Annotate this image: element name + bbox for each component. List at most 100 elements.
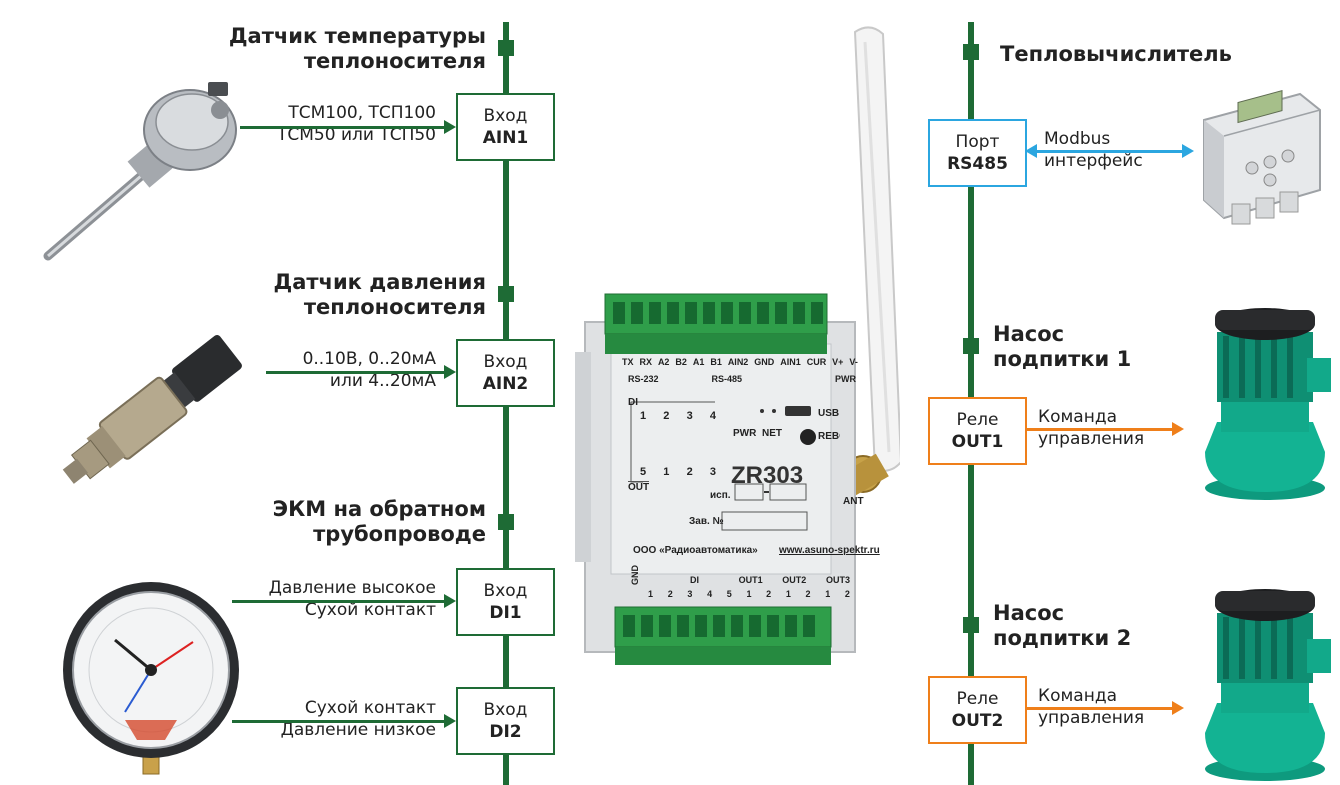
ekm-signal1-label: Давление высокое Сухой контакт (216, 577, 436, 621)
pressure-signal-line1: 0..10В, 0..20мА (302, 349, 436, 369)
temp-signal-arrowhead (444, 120, 456, 134)
bottom-num-out3-1: 1 (825, 589, 831, 599)
modbus-link-line2: интерфейс (1044, 151, 1143, 171)
heat-calculator-title: Тепловычислитель (1000, 42, 1232, 66)
di-label: DI (628, 397, 638, 408)
relay-box-out2: Реле OUT2 (928, 676, 1027, 744)
ekm-signal2-arrowhead (444, 714, 456, 728)
input-box-ain1-label: Вход (483, 106, 528, 126)
relay-box-out2-id: OUT2 (951, 711, 1004, 731)
bottom-num-out3-2: 2 (844, 589, 850, 599)
modbus-link-line1: Modbus (1044, 129, 1111, 149)
group-label-pwr: PWR (835, 374, 856, 384)
input-box-di2-label: Вход (483, 700, 528, 720)
ekm-signal1-line1: Давление высокое (268, 578, 436, 598)
modbus-link-label: Modbus интерфейс (1044, 128, 1143, 172)
bottom-num-out2-1: 1 (785, 589, 791, 599)
ekm-signal1-arrow (232, 600, 446, 603)
pump1-command-line1: Команда (1038, 407, 1117, 427)
terminal-label-rx: RX (639, 357, 652, 367)
temperature-sensor-image (43, 82, 237, 261)
pump2-command-line1: Команда (1038, 686, 1117, 706)
bottom-num-out1-2: 2 (766, 589, 772, 599)
device-model: ZR303 (731, 462, 804, 489)
temp-signal-line2: ТСМ50 или ТСП50 (277, 125, 436, 145)
terminal-label-a1: A1 (692, 357, 705, 367)
zav-label: Зав. № (689, 516, 724, 527)
di-num-4: 4 (709, 410, 716, 422)
pump1-command-arrowhead (1172, 422, 1184, 436)
bottom-num-out1-1: 1 (746, 589, 752, 599)
device-top-group-labels: RS-232 RS-485 PWR (628, 374, 856, 384)
terminal-label-vplus: V+ (832, 357, 844, 367)
terminal-label-cur: CUR (806, 357, 827, 367)
di-num-2: 2 (663, 410, 670, 422)
bottom-num-di3: 3 (687, 589, 693, 599)
ant-label: ANT (843, 496, 864, 507)
terminal-label-a2: A2 (657, 357, 670, 367)
pump2-command-line2: управления (1038, 708, 1145, 728)
input-box-di2: Вход DI2 (456, 687, 555, 755)
pressure-sensor-image (62, 335, 242, 484)
pump1-title: Насос подпитки 1 (993, 322, 1131, 372)
input-box-di1: Вход DI1 (456, 568, 555, 636)
pump1-title-line2: подпитки 1 (993, 347, 1132, 371)
ekm-signal2-arrow (232, 720, 446, 723)
left-bus-node-temp (498, 40, 514, 56)
input-box-di1-id: DI1 (489, 603, 522, 623)
terminal-label-gnd: GND (754, 357, 775, 367)
port-box-rs485-label: Порт (955, 132, 1000, 152)
relay-box-out1-id: OUT1 (951, 432, 1004, 452)
device-top-terminal-labels: TX RX A2 B2 A1 B1 AIN2 GND AIN1 CUR V+ V… (622, 357, 858, 367)
di-numbers-top: 1 2 3 4 (640, 410, 716, 422)
ekm-signal2-line2: Давление низкое (280, 720, 436, 740)
pump2-title: Насос подпитки 2 (993, 601, 1131, 651)
input-box-ain1: Вход AIN1 (456, 93, 555, 161)
out-num-3: 3 (709, 466, 716, 478)
pump1-command-line2: управления (1038, 429, 1145, 449)
temp-sensor-title-line1: Датчик температуры (228, 24, 486, 48)
pressure-sensor-title-line2: теплоносителя (303, 295, 486, 319)
pump2-title-line1: Насос (993, 601, 1065, 625)
pressure-signal-arrowhead (444, 365, 456, 379)
temp-sensor-title: Датчик температуры теплоносителя (150, 24, 486, 74)
bottom-num-di1: 1 (648, 589, 654, 599)
usb-label: USB (818, 408, 840, 419)
terminal-label-ain1: AIN1 (780, 357, 801, 367)
ekm-signal2-label: Сухой контакт Давление низкое (216, 697, 436, 741)
out-num-1: 1 (663, 466, 670, 478)
relay-box-out1-label: Реле (956, 410, 999, 430)
pump2-title-line2: подпитки 2 (993, 626, 1132, 650)
pressure-signal-arrow (266, 371, 446, 374)
ekm-signal1-line2: Сухой контакт (304, 600, 436, 620)
pump2-image (1205, 589, 1331, 781)
relay-box-out2-label: Реле (956, 689, 999, 709)
relay-box-out1: Реле OUT1 (928, 397, 1027, 465)
right-bus-node-heatcalc (963, 44, 979, 60)
zr303-controller-image (575, 26, 900, 665)
temp-signal-label: ТСМ100, ТСП100 ТСМ50 или ТСП50 (236, 102, 436, 146)
bottom-group-labels: DI OUT1 OUT2 OUT3 (690, 575, 850, 585)
pressure-sensor-title: Датчик давления теплоносителя (150, 270, 487, 320)
pump1-title-line1: Насос (993, 322, 1065, 346)
out-label: OUT (628, 481, 650, 493)
bottom-num-di4: 4 (707, 589, 713, 599)
pressure-signal-label: 0..10В, 0..20мА или 4..20мА (236, 348, 436, 392)
terminal-label-tx: TX (622, 357, 634, 367)
di-num-1: 1 (640, 410, 647, 422)
terminal-label-b2: B2 (675, 357, 687, 367)
out-num-2: 2 (686, 466, 693, 478)
input-box-ain2-label: Вход (483, 352, 528, 372)
pump2-command-arrowhead (1172, 701, 1184, 715)
modbus-link-line (1036, 150, 1182, 153)
ekm-title-line1: ЭКМ на обратном (272, 497, 486, 521)
bottom-group-out1: OUT1 (738, 575, 763, 585)
left-bus-node-ekm (498, 514, 514, 530)
ekm-title-line2: трубопроводе (313, 522, 486, 546)
input-box-ain1-id: AIN1 (482, 128, 529, 148)
bottom-group-di: DI (690, 575, 699, 585)
right-bus-node-pump2 (963, 617, 979, 633)
bottom-group-out2: OUT2 (782, 575, 807, 585)
bottom-terminal-numbers: 1 2 3 4 5 1 2 1 2 1 2 (648, 589, 850, 599)
modbus-link-arrowhead-right (1182, 144, 1194, 158)
